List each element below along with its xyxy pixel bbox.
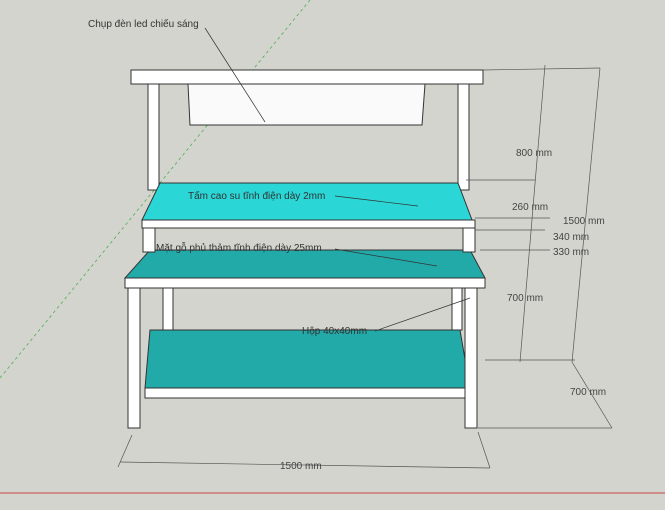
upper-post-right xyxy=(457,79,470,191)
dim-width: 1500 mm xyxy=(280,461,322,472)
led-cover xyxy=(187,83,426,126)
dim-upper-height: 800 mm xyxy=(516,148,553,159)
dim-depth-upper-b: 330 mm xyxy=(553,247,590,258)
leg-front-left xyxy=(127,279,141,429)
dim-depth: 700 mm xyxy=(570,387,607,398)
leader-line xyxy=(334,195,419,207)
table-top-edge xyxy=(124,277,486,289)
upper-post-left xyxy=(147,79,160,191)
upper-post-lower-right xyxy=(462,227,476,253)
rubber-mat-label: Tấm cao su tĩnh điện dày 2mm xyxy=(188,191,326,202)
dim-depth-upper-a: 340 mm xyxy=(553,232,590,243)
led-cover-label: Chụp đèn led chiếu sáng xyxy=(88,19,199,30)
leader-line xyxy=(334,248,438,267)
dim-total-height: 1500 mm xyxy=(563,216,605,227)
leg-front-right xyxy=(464,279,478,429)
lower-shelf xyxy=(144,329,471,389)
leg-back-left xyxy=(162,281,174,331)
dimension-lines xyxy=(117,64,613,469)
wood-top-label: Mặt gỗ phủ thảm tĩnh điện dày 25mm xyxy=(156,243,322,254)
upper-post-lower-left xyxy=(142,227,156,253)
lower-rail xyxy=(144,387,471,399)
table-top xyxy=(123,249,486,279)
top-frame xyxy=(130,69,484,85)
leader-line xyxy=(374,297,471,332)
leader-line xyxy=(204,27,266,123)
dim-shelf-gap: 260 mm xyxy=(512,202,549,213)
leg-back-right xyxy=(451,281,463,331)
upper-shelf-edge xyxy=(141,219,476,229)
tube-label: Hộp 40x40mm xyxy=(302,326,368,337)
dim-table-height: 700 mm xyxy=(507,293,544,304)
